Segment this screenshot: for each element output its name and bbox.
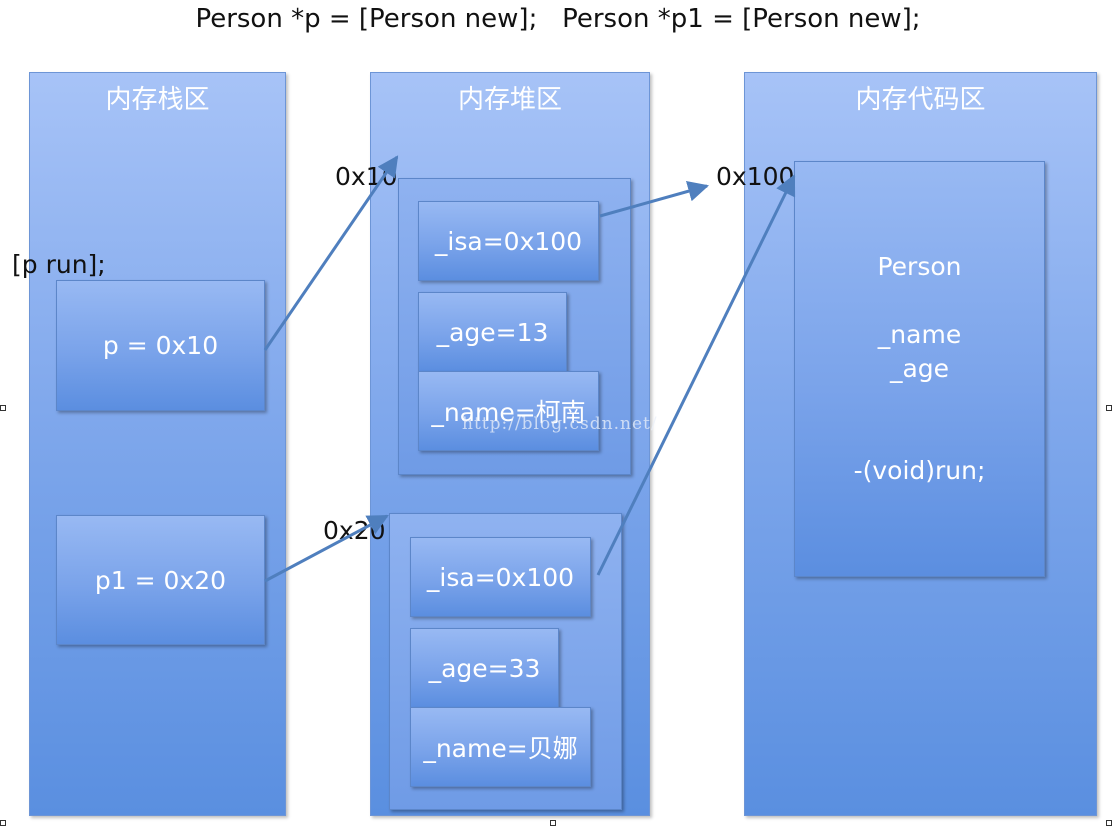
heap-object-1-isa-label: _isa=0x100 bbox=[434, 226, 583, 256]
class-field-name: _name bbox=[877, 320, 962, 349]
class-method-run: -(void)run; bbox=[853, 456, 986, 485]
heap-object-2-name-label: _name=贝娜 bbox=[423, 734, 578, 763]
address-obj2: 0x20 bbox=[323, 516, 386, 545]
selection-handle[interactable] bbox=[550, 820, 556, 826]
class-field-age: _age bbox=[889, 354, 950, 383]
person-class-box: Person _name _age -(void)run; bbox=[794, 161, 1045, 577]
heap-object-2-age-label: _age=33 bbox=[428, 653, 541, 683]
heap-object-2-age: _age=33 bbox=[410, 628, 559, 708]
class-name: Person bbox=[877, 252, 962, 281]
stack-column: 内存栈区 bbox=[29, 72, 286, 816]
stack-var-p: p = 0x10 bbox=[56, 280, 265, 411]
heap-object-2-isa-label: _isa=0x100 bbox=[426, 562, 575, 592]
heap-object-2-name: _name=贝娜 bbox=[410, 707, 591, 787]
stack-var-p-label: p = 0x10 bbox=[102, 331, 219, 360]
selection-handle[interactable] bbox=[0, 405, 6, 411]
code-column-title: 内存代码区 bbox=[855, 85, 986, 115]
heap-object-1-isa: _isa=0x100 bbox=[418, 201, 599, 281]
message-call-label: [p run]; bbox=[12, 250, 106, 279]
heap-object-1-age: _age=13 bbox=[418, 292, 567, 372]
heap-object-1-name-label: _name=柯南 bbox=[431, 398, 586, 427]
selection-handle[interactable] bbox=[1106, 405, 1112, 411]
address-class: 0x100 bbox=[716, 162, 795, 191]
selection-handle[interactable] bbox=[1106, 820, 1112, 826]
heap-object-1-age-label: _age=13 bbox=[436, 317, 549, 347]
code-title: Person *p = [Person new]; Person *p1 = [… bbox=[195, 4, 921, 34]
watermark: http://blog.csdn.net/ bbox=[462, 414, 658, 434]
selection-handle[interactable] bbox=[0, 820, 6, 826]
heap-object-2-isa: _isa=0x100 bbox=[410, 537, 591, 617]
stack-var-p1: p1 = 0x20 bbox=[56, 515, 265, 645]
stack-var-p1-label: p1 = 0x20 bbox=[94, 565, 227, 595]
stack-column-title: 内存栈区 bbox=[105, 85, 210, 115]
heap-column-title: 内存堆区 bbox=[457, 85, 562, 115]
heap-object-1-name: _name=柯南 bbox=[418, 371, 599, 451]
address-obj1: 0x10 bbox=[335, 162, 398, 191]
